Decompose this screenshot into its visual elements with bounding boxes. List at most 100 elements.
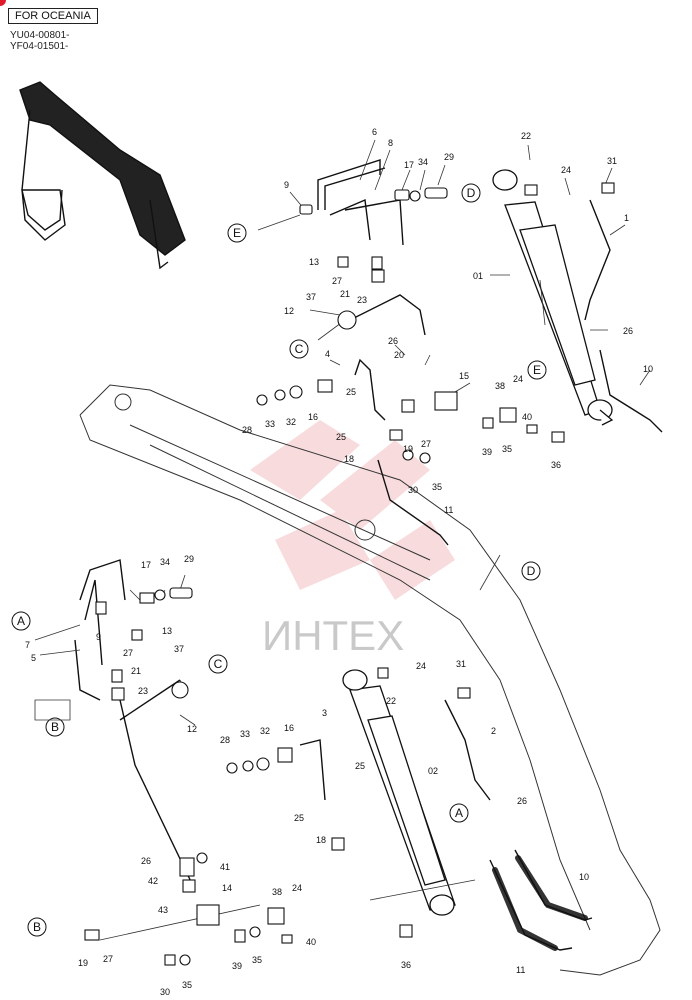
bolt-29-lower bbox=[169, 587, 193, 599]
part-34-upper: 34 bbox=[418, 157, 428, 167]
serial-number-2: YF04-01501- bbox=[10, 41, 69, 52]
excavator-thumbnail bbox=[19, 81, 186, 270]
clamp-38-lower bbox=[267, 907, 285, 925]
part-30-upper: 30 bbox=[408, 485, 418, 495]
fitting-36-lower bbox=[399, 924, 413, 938]
callout-a-lower: A bbox=[455, 806, 463, 820]
fitting-17-upper bbox=[394, 189, 410, 201]
part-43: 43 bbox=[158, 905, 168, 915]
serial-number-1: YU04-00801- bbox=[10, 30, 70, 41]
clamp-37-upper bbox=[337, 310, 357, 330]
part-17-lower: 17 bbox=[141, 560, 151, 570]
block-15 bbox=[434, 391, 458, 411]
part-9-lower: 9 bbox=[96, 632, 101, 642]
part-02: 02 bbox=[428, 766, 438, 776]
fitting-19-upper bbox=[401, 399, 415, 413]
part-25-upper-a: 25 bbox=[346, 387, 356, 397]
part-26-upper-b: 26 bbox=[623, 326, 633, 336]
part-24-lower: 24 bbox=[416, 661, 426, 671]
fitting-23-lower bbox=[111, 687, 125, 701]
fittings bbox=[84, 182, 615, 966]
part-17-upper: 17 bbox=[404, 160, 414, 170]
part-35-upper-a: 35 bbox=[502, 444, 512, 454]
watermark-logo bbox=[250, 420, 455, 600]
callout-b-left: B bbox=[51, 720, 59, 734]
part-35-lower-a: 35 bbox=[252, 955, 262, 965]
fitting-42 bbox=[179, 857, 195, 877]
part-25-lower-b: 25 bbox=[294, 813, 304, 823]
part-35-lower-b: 35 bbox=[182, 980, 192, 990]
part-32-upper: 32 bbox=[286, 417, 296, 427]
part-18-lower: 18 bbox=[316, 835, 326, 845]
part-numbers: 6 8 17 34 29 9 22 24 31 1 01 13 27 21 23… bbox=[25, 127, 653, 997]
part-39-lower: 39 bbox=[232, 961, 242, 971]
callout-letters: E C D E D A C B A B bbox=[17, 186, 541, 934]
part-27-lower-b: 27 bbox=[103, 954, 113, 964]
part-36-upper: 36 bbox=[551, 460, 561, 470]
part-28-upper: 28 bbox=[242, 425, 252, 435]
part-13-lower: 13 bbox=[162, 626, 172, 636]
callout-e-upper: E bbox=[233, 226, 241, 240]
part-29-upper: 29 bbox=[444, 152, 454, 162]
fitting-22-lower bbox=[377, 667, 389, 679]
part-19-lower: 19 bbox=[78, 958, 88, 968]
part-36-lower: 36 bbox=[401, 960, 411, 970]
part-42: 42 bbox=[148, 876, 158, 886]
callout-d-lower: D bbox=[527, 564, 536, 578]
part-27-upper-b: 27 bbox=[421, 439, 431, 449]
part-35-upper-b: 35 bbox=[432, 482, 442, 492]
watermark-text: ИНТЕХ bbox=[262, 612, 404, 659]
part-7: 7 bbox=[25, 640, 30, 650]
part-34-lower: 34 bbox=[160, 557, 170, 567]
part-10-upper: 10 bbox=[643, 364, 653, 374]
region-tag: FOR OCEANIA bbox=[8, 8, 98, 24]
callout-e-right: E bbox=[533, 363, 541, 377]
fitting-18-lower bbox=[331, 837, 345, 851]
part-37-upper: 37 bbox=[306, 292, 316, 302]
washer-34-lower bbox=[154, 589, 166, 601]
fitting-21-upper bbox=[371, 256, 383, 270]
hose-10-lower bbox=[515, 855, 588, 921]
fitting-41 bbox=[196, 852, 208, 864]
block-14 bbox=[196, 904, 220, 926]
fitting-23-upper bbox=[371, 269, 385, 283]
clamp-16-upper bbox=[317, 379, 333, 393]
part-3: 3 bbox=[322, 708, 327, 718]
part-9-upper: 9 bbox=[284, 180, 289, 190]
boom-outline bbox=[79, 384, 661, 976]
part-5: 5 bbox=[31, 653, 36, 663]
part-33-lower: 33 bbox=[240, 729, 250, 739]
cylinder-01 bbox=[492, 169, 614, 426]
clamp-38-upper bbox=[499, 407, 517, 423]
fitting-21-lower bbox=[111, 669, 123, 683]
part-01: 01 bbox=[473, 271, 483, 281]
bolt-40-lower bbox=[281, 934, 293, 944]
part-33-upper: 33 bbox=[265, 419, 275, 429]
part-12-upper: 12 bbox=[284, 306, 294, 316]
part-25-lower-a: 25 bbox=[355, 761, 365, 771]
part-4: 4 bbox=[325, 349, 330, 359]
bolt-31-upper bbox=[601, 182, 615, 194]
part-26-lower-a: 26 bbox=[517, 796, 527, 806]
part-6-upper: 6 bbox=[372, 127, 377, 137]
part-25-upper-b: 25 bbox=[336, 432, 346, 442]
part-21-upper: 21 bbox=[340, 289, 350, 299]
part-28-lower: 28 bbox=[220, 735, 230, 745]
part-12-lower: 12 bbox=[187, 724, 197, 734]
part-29-lower: 29 bbox=[184, 554, 194, 564]
part-23-upper: 23 bbox=[357, 295, 367, 305]
fitting-9-lower bbox=[95, 601, 107, 615]
part-32-lower: 32 bbox=[260, 726, 270, 736]
part-37-lower: 37 bbox=[174, 644, 184, 654]
part-16-lower: 16 bbox=[284, 723, 294, 733]
clamp-37-lower bbox=[171, 681, 189, 699]
part-20: 20 bbox=[394, 350, 404, 360]
part-14: 14 bbox=[222, 883, 232, 893]
part-16-upper: 16 bbox=[308, 412, 318, 422]
part-18-upper: 18 bbox=[344, 454, 354, 464]
fitting-13-upper bbox=[337, 256, 349, 268]
fitting-13-lower bbox=[131, 629, 143, 641]
part-39-upper: 39 bbox=[482, 447, 492, 457]
part-40-upper: 40 bbox=[522, 412, 532, 422]
